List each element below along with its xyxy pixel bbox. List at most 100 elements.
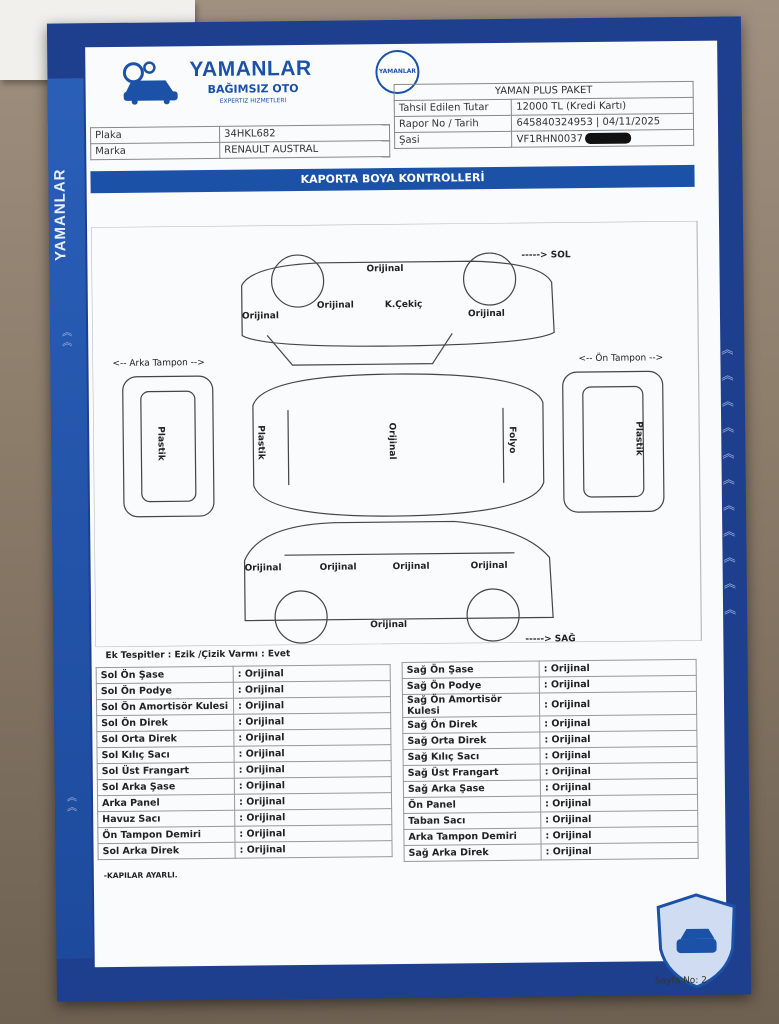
part-name: Sağ Ön Amortisör Kulesi <box>402 693 540 718</box>
part-value: : Orijinal <box>540 762 698 781</box>
part-name: Sağ Arka Direk <box>404 844 542 862</box>
part-value: : Orijinal <box>539 691 697 717</box>
part-status-label: Orijinal <box>386 422 397 460</box>
company-logo: YAMANLAR BAĞIMSIZ OTO EXPERTIZ HIZMETLER… <box>119 54 350 126</box>
part-value: : Orijinal <box>541 842 699 861</box>
part-value: : Orijinal <box>539 675 697 694</box>
part-value: : Orijinal <box>540 810 698 829</box>
part-status-label: K.Çekiç <box>384 299 423 311</box>
part-name: Sol Ön Podye <box>96 682 234 700</box>
part-value: : Orijinal <box>540 778 698 797</box>
part-name: Sağ Orta Direk <box>402 732 541 750</box>
direction-sol: -----> SOL <box>521 250 571 261</box>
chassis-value: VF1RHN0037 <box>516 133 584 145</box>
car-logo-icon <box>122 61 178 105</box>
part-row: Sağ Ön Amortisör Kulesi: Orijinal <box>402 691 697 718</box>
plaka-value: 34HKL682 <box>219 124 390 143</box>
part-name: Sağ Kılıç Sacı <box>403 748 541 766</box>
report-document: YAMANLAR ︽︽ ︽︽ ︽︽︽︽︽︽︽︽︽︽︽ YAMANLAR BAĞI… <box>46 16 752 1002</box>
part-value: : Orijinal <box>233 696 391 715</box>
side-brand-text: YAMANLAR <box>51 168 70 262</box>
part-value: : Orijinal <box>539 659 697 678</box>
arka-tampon-label: <-- Arka Tampon --> <box>112 358 205 369</box>
part-name: Arka Tampon Demiri <box>403 828 542 846</box>
part-name: Sol Arka Şase <box>97 778 235 796</box>
section-title: KAPORTA BOYA KONTROLLERİ <box>90 164 695 194</box>
part-value: : Orijinal <box>234 808 392 827</box>
part-name: Sol Kılıç Sacı <box>96 746 235 764</box>
car-diagram: -----> SOL -----> SAĞ <-- Arka Tampon --… <box>91 220 705 648</box>
part-name: Sol Ön Amortisör Kulesi <box>96 698 234 716</box>
part-status-label: Orijinal <box>467 308 505 320</box>
chevron-icon: ︽︽ <box>62 327 73 349</box>
header-label: Rapor No / Tarih <box>394 115 513 133</box>
part-row: Sol Arka Direk: Orijinal <box>97 840 393 860</box>
logo-subtitle: BAĞIMSIZ OTO <box>207 82 299 96</box>
part-value: : Orijinal <box>234 792 392 811</box>
part-name: Sağ Ön Direk <box>402 716 540 734</box>
part-value: : Orijinal <box>539 714 697 733</box>
redaction-mark <box>584 132 632 144</box>
part-value: : Orijinal <box>233 728 391 747</box>
part-status-label: Orijinal <box>319 562 357 573</box>
logo-name: YAMANLAR <box>189 56 312 82</box>
part-name: Sağ Üst Frangart <box>403 764 541 782</box>
marka-value: RENAULT AUSTRAL <box>219 140 390 159</box>
part-status-label: Orijinal <box>316 300 354 311</box>
header-label: Tahsil Edilen Tutar <box>394 99 512 117</box>
ek-tespitler: Ek Tespitler : Ezik /Çizik Varmı : Evet <box>105 649 291 662</box>
part-name: Sağ Ön Podye <box>402 677 540 695</box>
car-outline-icon <box>91 220 703 648</box>
part-name: Ön Panel <box>403 796 541 814</box>
chevron-icon: ︽︽ <box>66 792 78 814</box>
part-value: : Orijinal <box>234 760 392 779</box>
part-status-label: Orijinal <box>244 563 282 574</box>
part-value: : Orijinal <box>234 824 392 843</box>
part-name: Sol Orta Direk <box>96 730 234 748</box>
part-value: : Orijinal <box>233 680 391 699</box>
part-name: Sağ Arka Şase <box>403 780 541 798</box>
chassis-cell: VF1RHN0037 <box>512 129 694 148</box>
header-value: 12000 TL (Kredi Kartı) <box>511 97 694 116</box>
logo-subtitle-2: EXPERTIZ HIZMETLERI <box>219 97 287 105</box>
part-name: Ön Tampon Demiri <box>97 826 235 844</box>
part-status-label: Orijinal <box>392 561 430 573</box>
part-value: : Orijinal <box>233 712 391 731</box>
part-name: Sol Arka Direk <box>97 842 236 860</box>
part-status-label: Plastik <box>255 425 266 460</box>
part-value: : Orijinal <box>234 776 392 795</box>
header-value: 645840324953 | 04/11/2025 <box>511 113 694 132</box>
page-number: Sayfa No: 2 <box>654 975 707 987</box>
part-name: Sol Ön Direk <box>96 714 234 732</box>
right-chevrons-icon: ︽︽︽︽︽︽︽︽︽︽︽ <box>721 342 737 617</box>
report-page: YAMANLAR BAĞIMSIZ OTO EXPERTIZ HIZMETLER… <box>85 40 736 989</box>
part-value: : Orijinal <box>539 730 698 749</box>
shield-logo-icon <box>656 893 736 989</box>
part-name: Sağ Ön Şase <box>402 661 540 679</box>
direction-sag: -----> SAĞ <box>525 634 576 645</box>
part-value: : Orijinal <box>540 794 698 813</box>
part-value: : Orijinal <box>540 826 699 845</box>
on-tampon-label: <-- Ön Tampon --> <box>578 353 664 365</box>
part-value: : Orijinal <box>234 840 393 859</box>
part-value: : Orijinal <box>233 744 392 763</box>
part-value: : Orijinal <box>233 664 391 683</box>
plaka-label: Plaka <box>90 126 220 144</box>
part-status-label: Orijinal <box>470 560 508 572</box>
header-label: Şasi <box>394 131 513 149</box>
part-name: Arka Panel <box>97 794 235 812</box>
part-value: : Orijinal <box>540 746 698 765</box>
part-status-label: Plastik <box>155 426 166 461</box>
part-row: Sağ Arka Direk: Orijinal <box>404 842 699 862</box>
part-name: Taban Sacı <box>403 812 541 830</box>
note-text: -KAPILAR AYARLI. <box>103 870 178 881</box>
part-name: Sol Ön Şase <box>96 666 234 684</box>
part-status-label: Folyo <box>506 426 517 454</box>
part-name: Havuz Sacı <box>97 810 235 828</box>
part-status-label: Orijinal <box>370 619 408 631</box>
marka-label: Marka <box>90 142 220 160</box>
part-status-label: Orijinal <box>366 263 404 275</box>
